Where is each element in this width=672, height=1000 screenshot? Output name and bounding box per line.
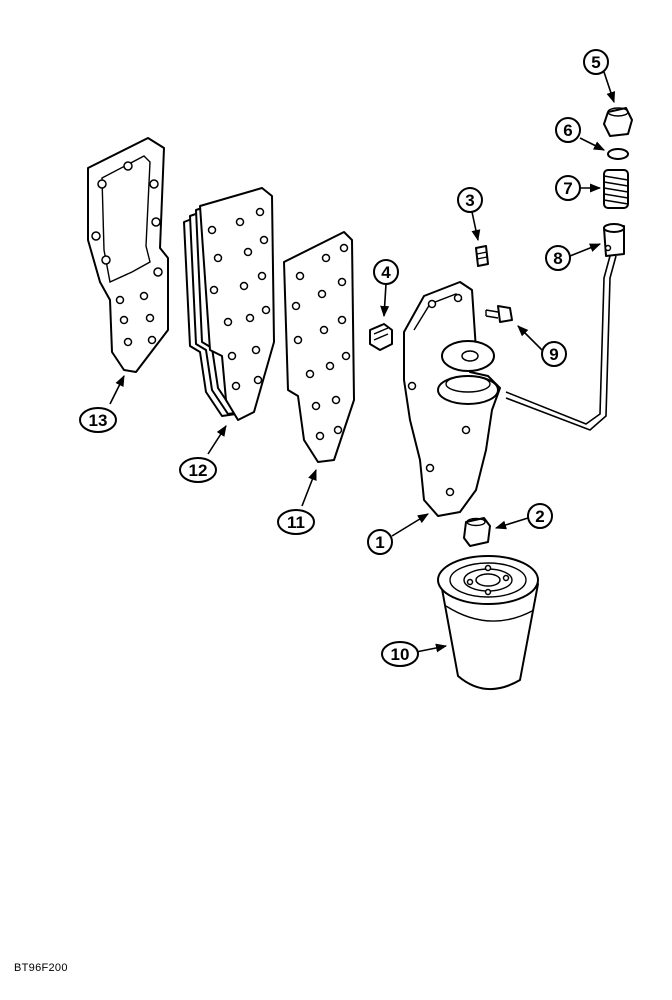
oil-filter-10	[437, 555, 539, 691]
svg-text:7: 7	[563, 179, 572, 198]
svg-text:3: 3	[465, 191, 474, 210]
callout-7: 7	[555, 175, 602, 201]
callout-1: 1	[367, 513, 429, 555]
callout-6: 6	[555, 117, 606, 151]
svg-text:10: 10	[391, 645, 410, 664]
cap-plug-5	[603, 107, 633, 137]
svg-text:12: 12	[189, 461, 208, 480]
spring-7	[603, 169, 629, 209]
gasket-11	[283, 231, 355, 463]
figure-reference-code: BT96F200	[14, 962, 68, 974]
callout-13: 13	[79, 374, 125, 433]
callout-11: 11	[277, 468, 317, 535]
svg-text:4: 4	[381, 263, 391, 282]
callout-9: 9	[517, 325, 567, 367]
callout-3: 3	[457, 187, 483, 242]
fitting-2	[463, 517, 491, 547]
oil-cooler-core-12	[183, 187, 275, 421]
svg-text:9: 9	[549, 345, 558, 364]
callout-4: 4	[373, 259, 399, 318]
svg-text:1: 1	[375, 533, 384, 552]
relief-valve-8	[505, 223, 625, 431]
callout-2: 2	[494, 503, 553, 530]
plug-3	[475, 245, 489, 267]
svg-text:6: 6	[563, 121, 572, 140]
svg-text:13: 13	[89, 411, 108, 430]
callout-5: 5	[583, 49, 616, 104]
callout-12: 12	[179, 425, 227, 483]
gasket-13	[87, 137, 169, 373]
callout-8: 8	[545, 243, 602, 271]
callout-10: 10	[381, 641, 448, 667]
svg-text:11: 11	[287, 513, 305, 532]
svg-text:2: 2	[535, 507, 544, 526]
o-ring-6	[607, 148, 629, 160]
svg-text:8: 8	[553, 249, 562, 268]
svg-text:5: 5	[591, 53, 600, 72]
bolt-9	[485, 305, 513, 323]
plug-4	[369, 323, 393, 351]
filter-head-housing-1	[403, 281, 501, 517]
